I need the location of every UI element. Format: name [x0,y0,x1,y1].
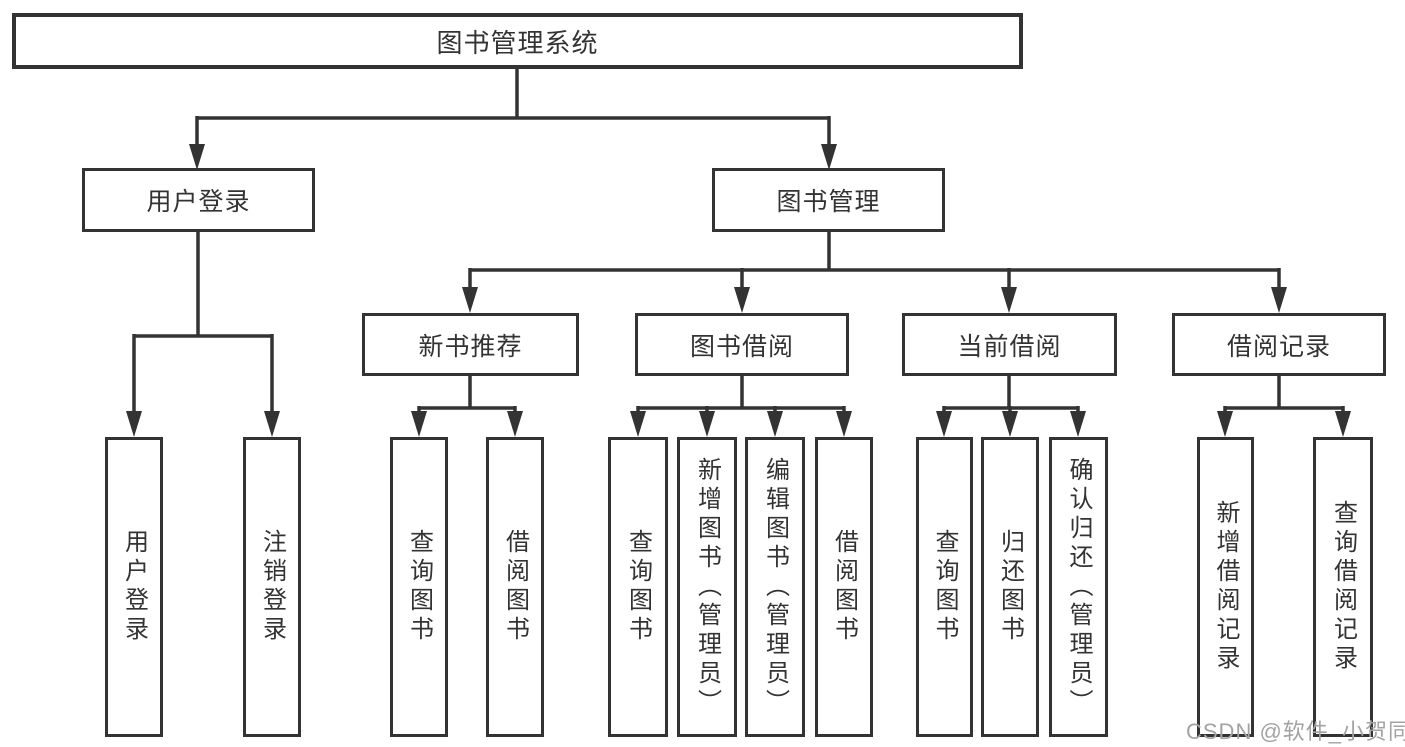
node-root-system: 图书管理系统 [12,13,1023,69]
node-leaf-cb-confirm-return-admin: 确认归还（管理员） [1049,437,1108,737]
node-leaf-logout: 注销登录 [243,437,301,737]
watermark-text: CSDN @软件_小贺同学 [1186,719,1405,744]
node-leaf-user-login: 用户登录 [105,437,163,737]
node-leaf-cb-query-books: 查询图书 [916,437,973,737]
node-borrow-records: 借阅记录 [1172,313,1386,376]
node-book-management: 图书管理 [712,168,945,232]
node-leaf-nbr-borrow-books: 借阅图书 [486,437,544,737]
node-leaf-bb-add-books-admin: 新增图书（管理员） [677,437,737,737]
node-leaf-bb-borrow-books: 借阅图书 [815,437,873,737]
node-leaf-bb-query-books: 查询图书 [608,437,668,737]
node-current-borrowing: 当前借阅 [902,313,1117,376]
node-leaf-nbr-query-books: 查询图书 [390,437,448,737]
node-leaf-cb-return-books: 归还图书 [981,437,1039,737]
node-new-book-recommend: 新书推荐 [362,313,579,376]
node-user-login: 用户登录 [82,168,315,232]
node-leaf-bb-edit-books-admin: 编辑图书（管理员） [745,437,805,737]
node-book-borrowing: 图书借阅 [635,313,849,376]
node-leaf-br-query-record: 查询借阅记录 [1313,437,1373,737]
node-leaf-br-add-record: 新增借阅记录 [1197,437,1254,737]
